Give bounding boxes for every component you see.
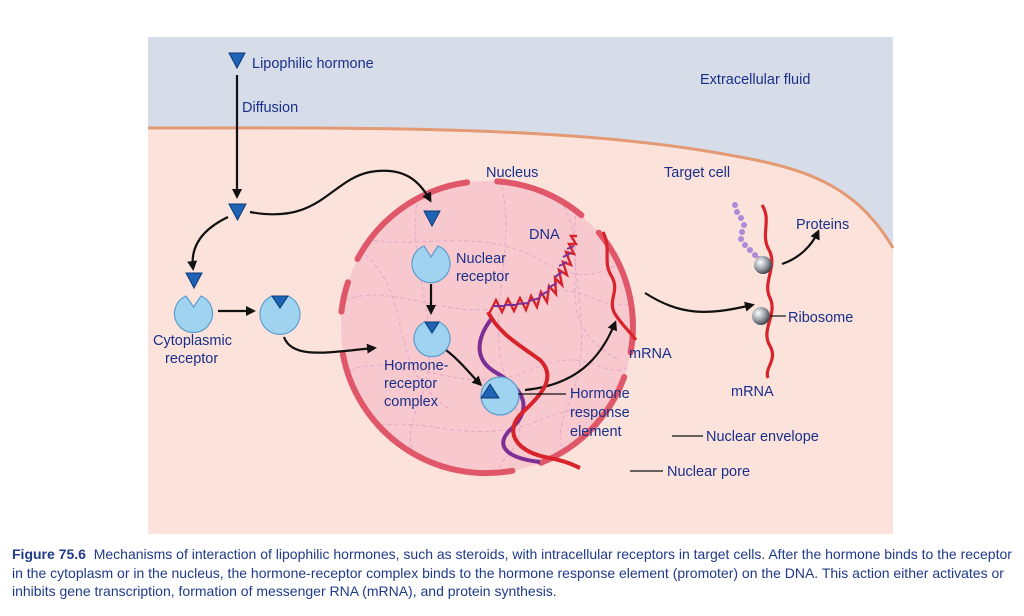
figure-caption: Figure 75.6 Mechanisms of interaction of…	[12, 545, 1022, 601]
label-hormone-receptor-complex-line3: complex	[384, 394, 439, 410]
arrow-transcription	[524, 320, 618, 392]
hormone-triangle-top	[228, 52, 246, 70]
mrna-nucleus	[601, 231, 638, 341]
label-nucleus: Nucleus	[486, 165, 538, 181]
label-hormone-receptor-complex-line1: Hormone-	[384, 358, 449, 374]
ribosome-bottom	[752, 307, 770, 325]
figure-number: Figure 75.6	[12, 546, 86, 562]
label-hre-line3: element	[570, 424, 622, 440]
label-hre-line2: response	[570, 405, 630, 421]
label-dna: DNA	[529, 227, 560, 243]
dna-helix	[488, 234, 579, 315]
nuclear-envelope-segment	[339, 350, 516, 477]
arrow-mrna-export	[644, 292, 755, 313]
arrow-protein-synthesis	[781, 229, 820, 266]
label-nuclear-receptor-line2: receptor	[456, 269, 509, 285]
hormone-receptor-complex	[413, 321, 451, 358]
arrow-to-cytoplasm	[187, 216, 229, 271]
cytoplasmic-receptor	[173, 295, 214, 333]
dna	[477, 234, 581, 470]
label-mrna-cytoplasm: mRNA	[731, 384, 774, 400]
label-mrna-nucleus: mRNA	[629, 346, 672, 362]
label-hre-line1: Hormone	[570, 386, 630, 402]
nuclear-envelope-segment	[354, 179, 471, 262]
label-lipophilic-hormone: Lipophilic hormone	[252, 56, 374, 72]
label-ribosome: Ribosome	[788, 310, 853, 326]
label-target-cell: Target cell	[664, 165, 730, 181]
dna-strand-red	[486, 311, 581, 470]
hormone-triangle-near-receptor	[185, 272, 203, 290]
label-diffusion: Diffusion	[242, 100, 298, 116]
label-nuclear-envelope: Nuclear envelope	[706, 429, 819, 445]
cytoplasmic-hormone-receptor-complex	[259, 295, 301, 335]
label-nuclear-pore: Nuclear pore	[667, 464, 750, 480]
label-cytoplasmic-receptor-line2: receptor	[165, 351, 218, 367]
nuclear-envelope-segment	[338, 279, 351, 315]
protein-chain	[732, 202, 762, 262]
dna-strand-purple	[477, 316, 541, 464]
label-proteins: Proteins	[796, 217, 849, 233]
hormone-triangle-cytoplasm	[228, 203, 247, 222]
nuclear-envelope-segment	[494, 178, 585, 219]
arrow-to-nucleus	[249, 169, 432, 216]
label-cytoplasmic-receptor-line1: Cytoplasmic	[153, 333, 232, 349]
complex-on-dna	[480, 376, 520, 416]
arrow-complex-into-nucleus	[282, 336, 377, 354]
label-nuclear-receptor-line1: Nuclear	[456, 251, 506, 267]
label-extracellular-fluid: Extracellular fluid	[700, 72, 810, 88]
label-hormone-receptor-complex-line2: receptor	[384, 376, 437, 392]
hormone-triangle-nucleus	[423, 210, 441, 228]
caption-text: Mechanisms of interaction of lipophilic …	[12, 546, 1012, 599]
nuclear-receptor	[411, 245, 451, 284]
ribosome-top	[754, 256, 772, 274]
cell-membrane	[147, 126, 895, 249]
mrna-cytoplasm	[760, 204, 775, 379]
